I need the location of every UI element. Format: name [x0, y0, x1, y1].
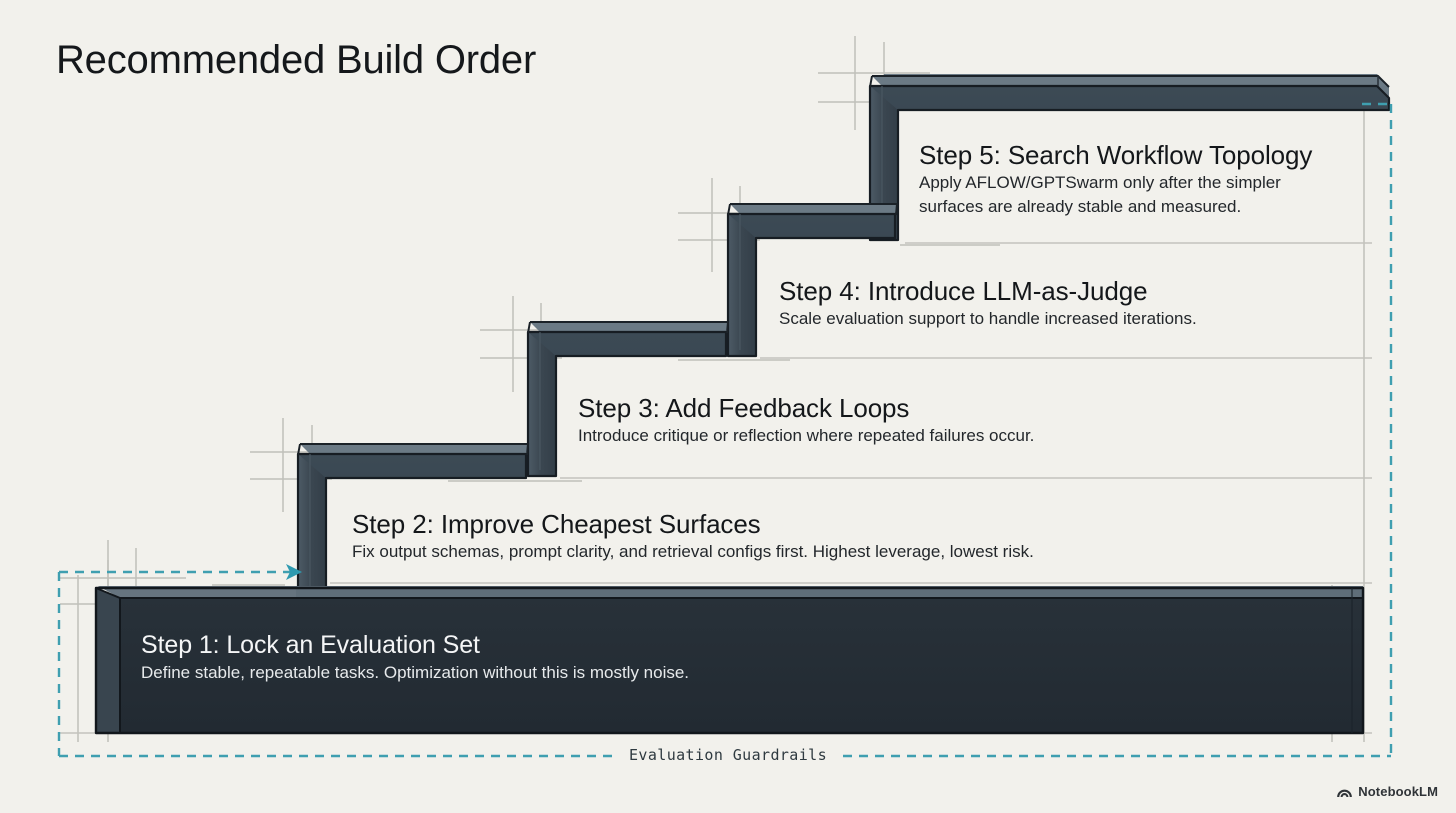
notebooklm-arc-icon: [1337, 785, 1353, 798]
step-1-text-block: Step 1: Lock an Evaluation Set Define st…: [141, 631, 689, 685]
step-2-title: Step 2: Improve Cheapest Surfaces: [352, 509, 761, 539]
step-3-text-block: Step 3: Add Feedback Loops Introduce cri…: [578, 393, 1034, 448]
arrow-right-icon: [286, 564, 302, 580]
step-4-description: Scale evaluation support to handle incre…: [779, 307, 1197, 331]
notebooklm-watermark: NotebookLM: [1337, 784, 1438, 799]
step-1-description: Define stable, repeatable tasks. Optimiz…: [141, 661, 689, 685]
step-1-desc-line-1: Define stable, repeatable tasks. Optimiz…: [141, 662, 690, 682]
notebooklm-wordmark: NotebookLM: [1358, 784, 1438, 799]
guardrails-label: Evaluation Guardrails: [618, 746, 838, 764]
step-3-title: Step 3: Add Feedback Loops: [578, 393, 910, 423]
page-title: Recommended Build Order: [56, 38, 537, 82]
step-2-desc-line-1: Fix output schemas, prompt clarity, and …: [352, 541, 1034, 561]
step-3-slab: [526, 321, 730, 478]
step-3-description: Introduce critique or reflection where r…: [578, 424, 1034, 448]
step-2-slab: [296, 443, 530, 598]
step-1-slab: [94, 586, 1365, 735]
step-5-description: Apply AFLOW/GPTSwarm only after the simp…: [919, 171, 1312, 219]
step-4-desc-line-1: Scale evaluation support to handle incre…: [779, 308, 1197, 328]
step-2-text-block: Step 2: Improve Cheapest Surfaces Fix ou…: [352, 509, 1034, 564]
step-4-text-block: Step 4: Introduce LLM-as-Judge Scale eva…: [779, 276, 1197, 331]
step-5-desc-line-1: Apply AFLOW/GPTSwarm only after the simp…: [919, 172, 1281, 192]
guardrail-boundary: [57, 102, 1393, 758]
step-5-slab: [868, 74, 1391, 242]
step-1-title: Step 1: Lock an Evaluation Set: [141, 631, 480, 659]
step-3-desc-line-1: Introduce critique or reflection where r…: [578, 425, 1035, 445]
step-4-title: Step 4: Introduce LLM-as-Judge: [779, 276, 1148, 306]
step-2-description: Fix output schemas, prompt clarity, and …: [352, 540, 1034, 564]
step-4-slab: [726, 203, 899, 358]
step-5-title: Step 5: Search Workflow Topology: [919, 140, 1313, 170]
step-5-text-block: Step 5: Search Workflow Topology Apply A…: [919, 140, 1312, 219]
step-5-desc-line-2: surfaces are already stable and measured…: [919, 196, 1242, 216]
